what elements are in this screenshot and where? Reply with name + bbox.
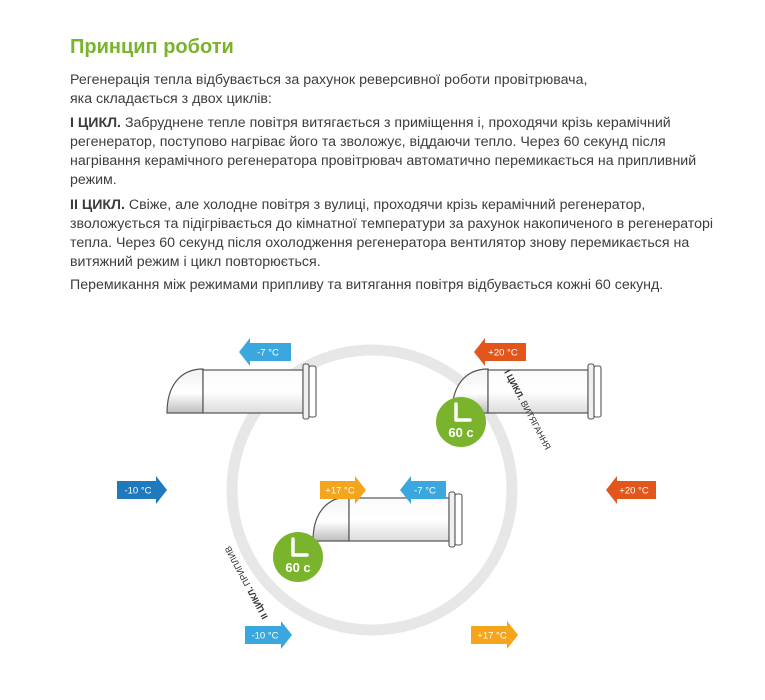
hood (312, 496, 350, 542)
temp-label: +20 °C (619, 486, 649, 497)
ventilation-cycle-diagram: -7 °C +20 °C -10 °C +17 °C -7 °C +20 °C … (117, 338, 656, 649)
temp-label: -10 °C (124, 486, 151, 497)
ventilator-unit-bottom (312, 491, 463, 548)
timer-badge-top: 60 с (436, 397, 486, 447)
plate-2 (454, 493, 463, 546)
plate-2 (308, 365, 317, 418)
timer-circle (273, 532, 323, 582)
arrow-shape (474, 338, 526, 366)
clock-hands-icon (454, 402, 472, 422)
timer-circle (436, 397, 486, 447)
temp-arrow-left-left: -10 °C (117, 476, 167, 504)
temp-label: +17 °C (477, 631, 507, 642)
cycle2-label: II ЦИКЛ. (70, 197, 125, 213)
temp-label: -10 °C (251, 631, 278, 642)
cycle2-caption-bold: II ЦИКЛ. (245, 585, 270, 620)
intro-line-2: яка складається з двох циклів: (70, 91, 272, 107)
timer-label: 60 с (448, 425, 473, 440)
temp-arrow-bottom-right: +17 °C (471, 621, 518, 649)
tube (202, 369, 304, 414)
temp-arrow-top-right: +20 °C (474, 338, 526, 366)
temp-arrow-right-right: +20 °C (606, 476, 656, 504)
intro-paragraph: Регенерація тепла відбувається за рахуно… (70, 71, 730, 109)
temp-label: -7 °C (257, 348, 279, 359)
arrow-shape (320, 476, 366, 504)
temp-label: +20 °C (488, 348, 518, 359)
cycle-ring (226, 344, 518, 636)
cycle2-paragraph: II ЦИКЛ. Свіже, але холодне повітря з ву… (70, 196, 730, 272)
tube (487, 369, 589, 414)
arrow-shape (239, 338, 291, 366)
timer-label: 60 с (285, 560, 310, 575)
arrow-shape (471, 621, 518, 649)
plate-1 (448, 491, 456, 548)
temp-arrow-left-right: +17 °C (320, 476, 366, 504)
plate-1 (302, 363, 310, 420)
hood (166, 368, 204, 414)
temp-arrow-top-left: -7 °C (239, 338, 291, 366)
cycle2-text: Свіже, але холодне повітря з вулиці, про… (70, 197, 714, 270)
summary-paragraph: Перемикання між режимами припливу та вит… (70, 277, 664, 293)
temp-arrow-bottom-left: -10 °C (245, 621, 292, 649)
arrow-shape (606, 476, 656, 504)
tube (348, 497, 450, 542)
arrow-shape (117, 476, 167, 504)
page-title: Принцип роботи (70, 36, 234, 58)
cycle1-text: Забруднене тепле повітря витягається з п… (70, 115, 697, 188)
plate-1 (587, 363, 595, 420)
ventilator-unit-left (166, 363, 317, 420)
cycle1-label: I ЦИКЛ. (70, 115, 122, 131)
temp-label: +17 °C (325, 486, 355, 497)
intro-line-1: Регенерація тепла відбувається за рахуно… (70, 72, 588, 88)
temp-label: -7 °C (414, 486, 436, 497)
cycle1-paragraph: I ЦИКЛ. Забруднене тепле повітря витягає… (70, 114, 730, 190)
arrow-shape (400, 476, 446, 504)
arrow-shape (245, 621, 292, 649)
timer-badge-bottom: 60 с (273, 532, 323, 582)
clock-hands-icon (291, 537, 309, 557)
plate-2 (593, 365, 602, 418)
temp-arrow-right-left: -7 °C (400, 476, 446, 504)
